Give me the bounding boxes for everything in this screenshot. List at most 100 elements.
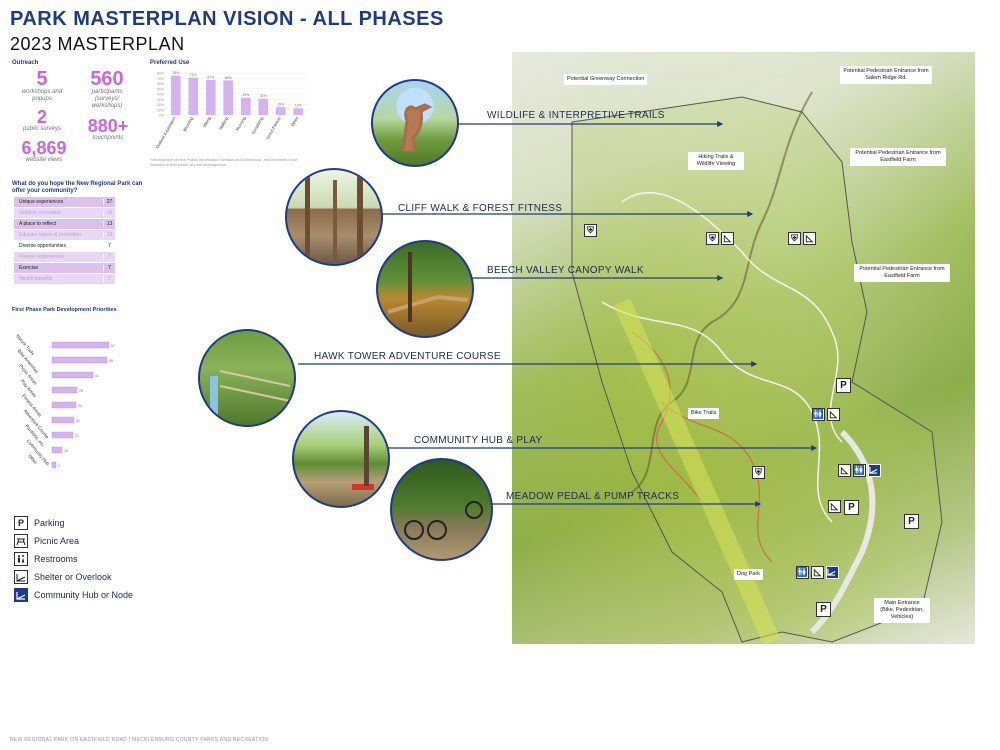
row-value: 7 xyxy=(103,254,115,260)
data-label: 67% xyxy=(207,75,214,79)
stat-surveys: 2 public surveys xyxy=(20,108,64,133)
legend-item-restrooms: Restrooms xyxy=(14,550,133,568)
rope-course-graphic xyxy=(210,370,291,416)
bar xyxy=(205,79,216,115)
row-text: Educate nature & protection xyxy=(19,232,81,238)
bar xyxy=(51,341,110,349)
preferred-use-chart: 80%70%60%50%40%30%20%10%0%75%Outdoor Exp… xyxy=(154,71,307,149)
parking-icon: P xyxy=(14,516,28,530)
trail xyxy=(601,301,833,523)
amenity-label-pump-tracks: MEADOW PEDAL & PUMP TRACKS xyxy=(506,491,680,502)
data-label: 25 xyxy=(79,389,83,393)
callout-eastfield-1: Potential Pedestrian Entrance from Eastf… xyxy=(850,148,946,167)
parking-icon: P xyxy=(844,500,859,515)
stat-website-views: 6,869 website views xyxy=(14,139,74,164)
shelter-icon: ◺ xyxy=(827,408,840,421)
row-text: A place to reflect xyxy=(19,221,56,227)
photo-cliff-walk xyxy=(285,168,383,266)
amenity-label-cliff-walk: CLIFF WALK & FOREST FITNESS xyxy=(398,203,563,214)
callout-dog-park: Dog Park xyxy=(734,569,763,581)
y-tick-label: 70% xyxy=(157,77,164,81)
legend-label: Picnic Area xyxy=(34,536,80,546)
bar xyxy=(51,401,77,409)
photo-canopy-walk xyxy=(376,240,474,338)
parking-icon: P xyxy=(836,378,851,393)
bar xyxy=(170,75,181,115)
row-value: 7 xyxy=(103,243,115,249)
bike-trail xyxy=(631,331,703,503)
picnic-table-icon: ⛨ xyxy=(752,466,765,479)
site-map: Potential Greenway Connection Potential … xyxy=(512,52,975,644)
y-tick-label: 60% xyxy=(157,82,164,86)
shelter-icon: ◺ xyxy=(838,464,851,477)
community-hub-icon xyxy=(868,464,881,477)
y-tick-label: 0% xyxy=(159,114,164,118)
bar xyxy=(240,97,251,115)
x-tick-label: Walking xyxy=(218,116,229,131)
row-text: Diverse experiences xyxy=(19,254,65,260)
y-tick-label: 40% xyxy=(157,93,164,97)
row-text: Unique experiences xyxy=(19,199,64,205)
shelter-icon: ◺ xyxy=(811,566,824,579)
stat-number: 880+ xyxy=(87,116,129,136)
restroom-icon: 🚻 xyxy=(853,464,866,477)
stat-number: 560 xyxy=(90,68,124,90)
row-text: Health benefits xyxy=(19,276,53,282)
bar xyxy=(293,108,304,115)
callout-hiking: Hiking Trails & Wildlife Viewing xyxy=(688,152,744,171)
row-text: Diverse opportunities xyxy=(19,243,66,249)
data-label: 24 xyxy=(78,404,82,408)
restroom-icon xyxy=(14,552,28,566)
bar xyxy=(51,461,57,469)
row-text: Outdoor recreation xyxy=(19,210,61,216)
legend-item-shelter: Shelter or Overlook xyxy=(14,568,133,586)
shelter-icon xyxy=(14,570,28,584)
data-label: 66% xyxy=(225,76,232,80)
stat-label: workshops and popups xyxy=(21,89,63,103)
shelter-icon: ◺ xyxy=(721,232,734,245)
data-label: 21 xyxy=(75,434,79,438)
callout-eastfield-2: Potential Pedestrian Entrance from Eastf… xyxy=(854,264,950,283)
y-tick-label: 30% xyxy=(157,98,164,102)
photo-adventure-course xyxy=(198,329,296,427)
stat-participants: 560 participants (surveys/ workshops) xyxy=(82,69,132,111)
creek xyxy=(631,91,813,493)
x-tick-label: Other xyxy=(290,115,300,127)
page-subtitle: 2023 MASTERPLAN xyxy=(10,34,185,54)
photo-community-hub xyxy=(292,410,390,508)
y-tick-label: 50% xyxy=(157,87,164,91)
bar xyxy=(275,107,286,115)
first-phase-heading: First Phase Park Development Priorities xyxy=(12,307,117,313)
legend-item-picnic: Picnic Area xyxy=(14,532,133,550)
data-label: 33% xyxy=(242,93,249,97)
table-row: Unique experiences 27 xyxy=(14,197,115,207)
photo-pump-tracks xyxy=(390,458,493,561)
data-label: 13% xyxy=(295,104,302,108)
heron-graphic xyxy=(401,103,433,152)
picnic-graphic xyxy=(352,426,374,490)
callout-salem-ridge: Potential Pedestrian Entrance from Salem… xyxy=(840,66,932,85)
bar xyxy=(258,98,269,115)
bar xyxy=(51,416,75,424)
hope-heading: What do you hope the New Regional Park c… xyxy=(12,181,143,195)
footer-text: NEW REGIONAL PARK ON EASTFIELD ROAD | ME… xyxy=(10,737,269,743)
utility-corridor xyxy=(613,298,781,644)
data-label: 55 xyxy=(109,359,113,363)
stat-label: touchpoints xyxy=(92,135,124,141)
x-tick-label: Hiking xyxy=(202,116,212,128)
data-label: 41 xyxy=(95,374,99,378)
legend-label: Parking xyxy=(34,518,65,528)
bar xyxy=(223,80,234,115)
table-row: Diverse opportunities 7 xyxy=(14,241,115,251)
bike-trail xyxy=(661,401,773,563)
data-label: 4 xyxy=(58,464,60,468)
row-text: Exercise xyxy=(19,265,39,271)
stat-label: website views xyxy=(25,157,63,163)
legend-label: Restrooms xyxy=(34,554,78,564)
row-value: 27 xyxy=(103,199,115,205)
